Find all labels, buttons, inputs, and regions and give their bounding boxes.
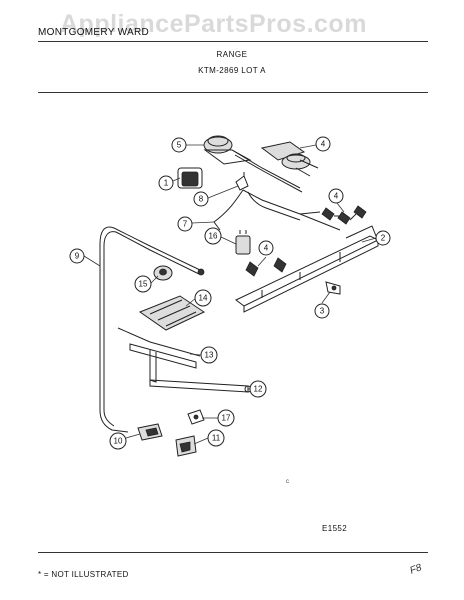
callout-1-label: 1 [164,179,169,188]
leader-lines [83,144,377,445]
callout-4-upper: 4 [328,188,344,204]
header-rule [38,41,428,42]
callout-16: 16 [204,227,222,245]
callout-6-label: 5 [177,141,182,150]
callout-2-label: 2 [381,234,386,243]
callout-16-label: 16 [209,232,218,241]
part-4-upper-shape [299,205,367,225]
callout-10-label: 10 [114,437,123,446]
callout-5-label: 4 [321,140,326,149]
callout-1: 1 [158,175,174,191]
part-17-shape [187,409,205,425]
callout-6: 5 [171,137,187,153]
callout-7-label: 7 [183,220,188,229]
part-1-shape [177,167,203,189]
part-5-shape [260,141,319,177]
diagram-code: E1552 [322,524,348,533]
callout-11: 11 [207,429,225,447]
callout-3-label: 3 [320,307,325,316]
callout-15-label: 15 [139,280,148,289]
part-3-shape [325,281,341,295]
callout-2: 2 [375,230,391,246]
callout-10: 10 [109,432,127,450]
brand-name: MONTGOMERY WARD [38,27,149,38]
part-6-shape [203,135,303,193]
part-11-shape [175,435,197,457]
callout-4-lower-label: 4 [264,244,269,253]
part-10-shape [137,423,163,441]
callout-5: 4 [315,136,331,152]
callout-12-label: 12 [254,385,263,394]
callout-12: 12 [249,380,267,398]
callout-7: 7 [177,216,193,232]
part-8-shape [235,172,249,191]
watermark-text: AppliancePartsPros.com [60,10,367,38]
callout-4-upper-label: 4 [334,192,339,201]
callout-9: 9 [69,248,85,264]
callout-8-label: 8 [199,195,204,204]
page-title: RANGE [216,50,248,59]
part-14-shape [138,295,206,331]
callout-17-label: 17 [222,414,231,423]
callout-9-label: 9 [75,252,80,261]
callout-3: 3 [314,303,330,319]
model-number: KTM-2869 LOT A [198,66,266,75]
part-12-shape [149,379,252,393]
title-rule [38,92,428,93]
callout-15: 15 [134,275,152,293]
stray-mark: c [286,479,289,485]
callout-4-lower: 4 [258,240,274,256]
callout-14-label: 14 [199,294,208,303]
part-13-shape [117,327,201,383]
callout-14: 14 [194,289,212,307]
part-16-shape [235,230,251,255]
footnote: * = NOT ILLUSTRATED [38,570,129,579]
callout-11-label: 11 [212,434,221,443]
part-15-shape [153,265,173,281]
part-9-shape [99,226,205,433]
callout-17: 17 [217,409,235,427]
callout-13: 13 [200,346,218,364]
footer-rule [38,552,428,553]
part-7-shape [213,189,341,231]
callout-13-label: 13 [205,351,214,360]
part-4-lower-shape [245,257,287,277]
callout-8: 8 [193,191,209,207]
